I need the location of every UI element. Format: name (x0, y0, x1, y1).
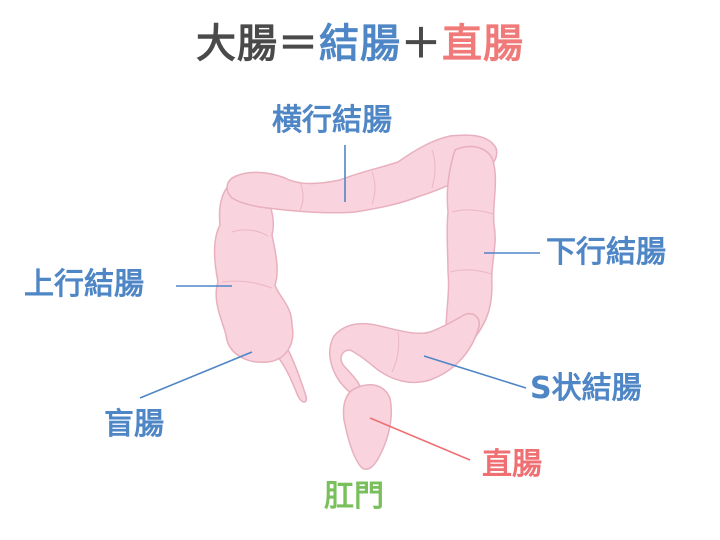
label-transverse-colon: 横行結腸 (272, 103, 392, 138)
title-colon: 結腸 (319, 21, 401, 67)
haustra-lines (221, 149, 495, 373)
label-sigmoid-colon: S状結腸 (530, 371, 642, 406)
label-anus: 肛門 (324, 479, 384, 514)
ascending-colon-shape (213, 178, 294, 363)
page-title: 大腸＝結腸＋直腸 (0, 14, 720, 74)
label-cecum: 盲腸 (104, 407, 164, 442)
label-ascending-colon: 上行結腸 (24, 267, 144, 302)
leader-cecum (139, 351, 253, 399)
label-descending-colon: 下行結腸 (546, 235, 666, 270)
title-rectum: 直腸 (442, 21, 524, 67)
leader-sigmoid (423, 355, 527, 389)
rectum-shape (342, 384, 392, 470)
sigmoid-colon-shape (328, 312, 480, 396)
title-equals: ＝ (278, 21, 319, 67)
leader-rectum (369, 417, 471, 461)
title-plus: ＋ (401, 21, 442, 67)
title-large-intestine: 大腸 (196, 21, 278, 67)
label-rectum: 直腸 (482, 447, 542, 482)
